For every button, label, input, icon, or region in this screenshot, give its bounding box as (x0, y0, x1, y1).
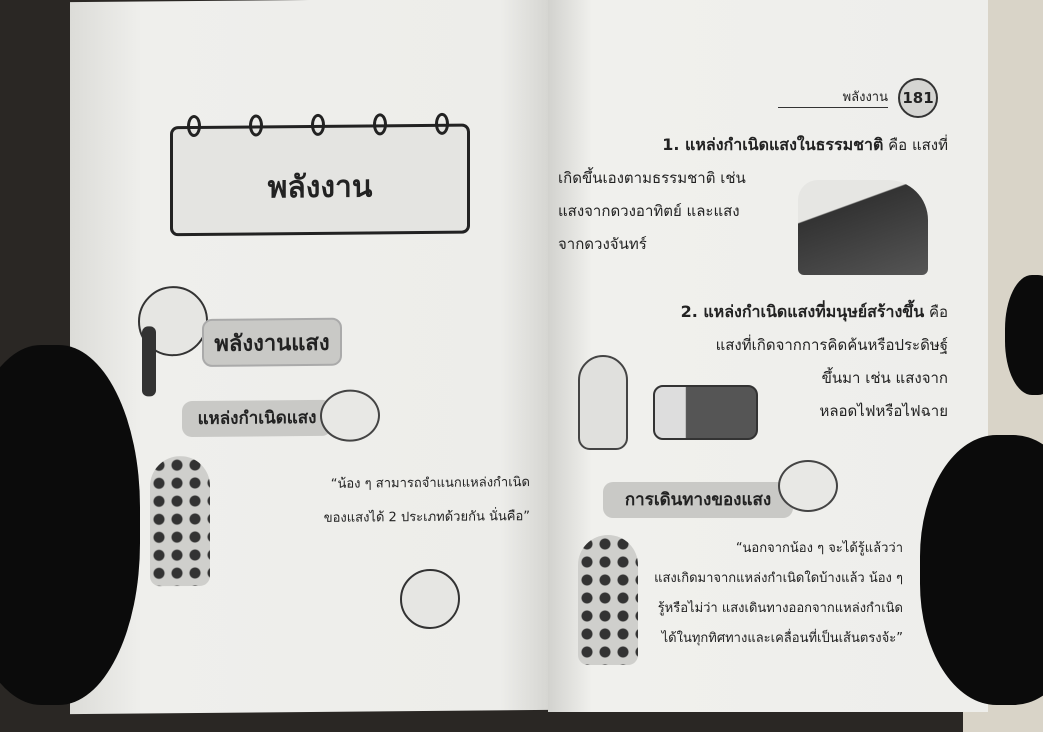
page-number: 181 (898, 78, 938, 118)
left-page: พลังงาน พลังงานแสง แหล่งกำเนิดแสง “น้อง … (70, 0, 548, 715)
title-sign: พลังงาน (170, 112, 470, 237)
ring-icon (249, 114, 263, 137)
boy-illustration (142, 326, 156, 397)
girl-illustration (578, 535, 638, 665)
ring-icon (373, 113, 387, 136)
chapter-title: พลังงาน (267, 169, 373, 206)
subsection-heading: การเดินทางของแสง (603, 482, 793, 518)
running-head: พลังงาน (778, 86, 888, 108)
item-2: 2. แหล่งกำเนิดแสงที่มนุษย์สร้างขึ้น คือ … (680, 302, 948, 420)
girl-face-illustration (320, 389, 380, 442)
flashlight-illustration (653, 385, 758, 440)
item-1: 1. แหล่งกำเนิดแสงในธรรมชาติ คือ แสงที่ เ… (558, 135, 948, 253)
smiling-sun-illustration (400, 568, 460, 630)
left-thumb (0, 345, 140, 705)
intro-quote: “น้อง ๆ สามารถจำแนกแหล่งกำเนิด ของแสงได้… (323, 475, 530, 526)
section-heading: พลังงานแสง (202, 317, 342, 367)
travel-quote: “นอกจากน้อง ๆ จะได้รู้แล้วว่า แสงเกิดมาจ… (654, 541, 903, 646)
ring-icon (187, 114, 201, 138)
child-reading-illustration (798, 180, 928, 275)
right-finger (1005, 275, 1043, 395)
lightbulb-illustration (578, 355, 628, 450)
girl-illustration (150, 455, 210, 587)
right-page: พลังงาน 181 1. แหล่งกำเนิดแสงในธรรมชาติ … (548, 0, 988, 712)
ring-icon (435, 112, 449, 135)
subsection-heading: แหล่งกำเนิดแสง (182, 399, 332, 438)
ring-icon (311, 113, 325, 136)
right-thumb (920, 435, 1043, 705)
girl-face-illustration (778, 460, 838, 512)
